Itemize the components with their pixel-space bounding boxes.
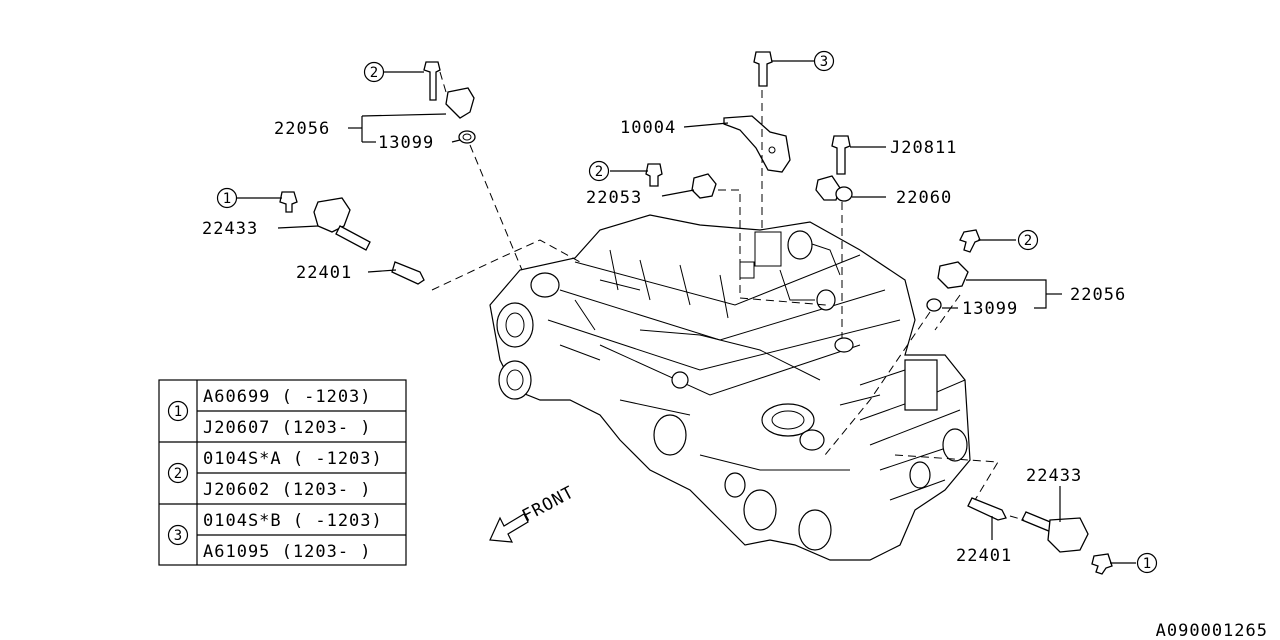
bracket-10004 xyxy=(723,51,791,173)
label-J20811: J20811 xyxy=(890,138,957,158)
label-22060: 22060 xyxy=(896,188,952,208)
cam-sensor-top xyxy=(423,61,476,144)
front-direction-indicator: FRONT xyxy=(489,482,578,543)
svg-text:1: 1 xyxy=(1143,556,1151,572)
knock-sensor-22053 xyxy=(645,163,717,199)
callout-1-bottom: 1 xyxy=(1136,552,1158,574)
label-22433-right: 22433 xyxy=(1026,466,1082,486)
front-label: FRONT xyxy=(519,482,578,526)
svg-text:3: 3 xyxy=(174,528,182,544)
label-10004: 10004 xyxy=(620,118,676,138)
label-13099-top: 13099 xyxy=(378,133,434,153)
table-row: J20607 (1203- ) xyxy=(203,418,372,438)
diagram-id: A090001265 xyxy=(1156,621,1268,640)
label-22056-top: 22056 xyxy=(274,119,330,139)
callout-2-right: 2 xyxy=(1017,229,1039,251)
table-row: J20602 (1203- ) xyxy=(203,480,372,500)
svg-text:3: 3 xyxy=(820,54,828,70)
label-22401-left: 22401 xyxy=(296,263,352,283)
front-arrow-icon xyxy=(489,513,529,543)
table-row: 0104S*B ( -1203) xyxy=(203,511,383,531)
ignition-coil-left xyxy=(279,191,425,285)
leader-lines xyxy=(236,60,1136,564)
cam-sensor-right xyxy=(926,229,981,312)
table-row: A61095 (1203- ) xyxy=(203,542,372,562)
svg-text:2: 2 xyxy=(1024,233,1032,249)
svg-text:2: 2 xyxy=(174,466,182,482)
part-labels: 22056 13099 22433 22401 10004 22053 J208… xyxy=(202,118,1126,566)
dashed-assembly-lines xyxy=(431,71,1025,521)
svg-text:2: 2 xyxy=(595,164,603,180)
label-22053: 22053 xyxy=(586,188,642,208)
callouts: 2 1 3 2 2 1 xyxy=(216,50,1158,574)
engine-cylinder-head xyxy=(489,214,971,561)
ignition-coil-right xyxy=(967,497,1113,575)
table-ref-2: 2 xyxy=(167,462,189,484)
callout-3-top: 3 xyxy=(813,50,835,72)
bolt-J20811 xyxy=(815,135,853,202)
label-13099-right: 13099 xyxy=(962,299,1018,319)
table-ref-3: 3 xyxy=(167,524,189,546)
callout-2-mid: 2 xyxy=(588,160,610,182)
svg-text:1: 1 xyxy=(223,191,231,207)
svg-text:1: 1 xyxy=(174,404,182,420)
table-ref-1: 1 xyxy=(167,400,189,422)
reference-table: 1 2 3 A60699 ( -1203) J20607 (1203- ) 01… xyxy=(158,379,407,566)
label-22433-left: 22433 xyxy=(202,219,258,239)
table-row: 0104S*A ( -1203) xyxy=(203,449,383,469)
label-22056-right: 22056 xyxy=(1070,285,1126,305)
label-22401-right: 22401 xyxy=(956,546,1012,566)
table-row: A60699 ( -1203) xyxy=(203,387,372,407)
svg-text:2: 2 xyxy=(370,65,378,81)
callout-1-left: 1 xyxy=(216,187,238,209)
callout-2-top: 2 xyxy=(363,61,385,83)
